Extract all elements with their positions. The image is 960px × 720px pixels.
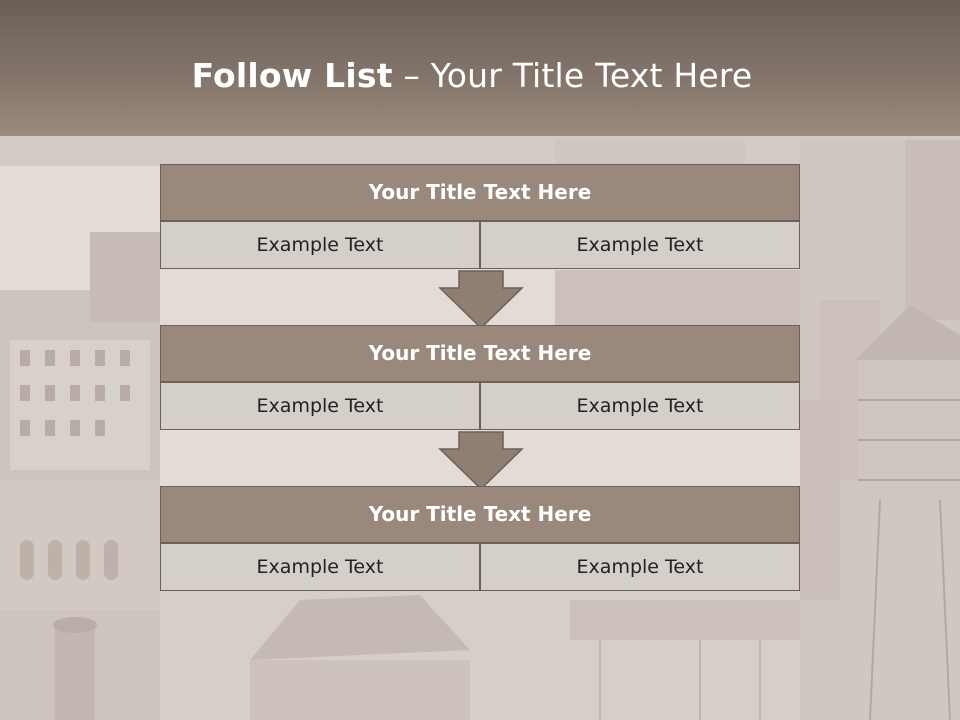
- list-block-2: Your Title Text Here Example Text Exampl…: [160, 325, 800, 430]
- slide-title-bold: Follow List: [191, 56, 393, 95]
- block-title: Your Title Text Here: [160, 325, 800, 382]
- block-cell-left: Example Text: [160, 221, 480, 269]
- slide-title-rest: – Your Title Text Here: [392, 56, 753, 95]
- block-cell-right: Example Text: [480, 543, 800, 591]
- block-row: Example Text Example Text: [160, 221, 800, 269]
- block-title: Your Title Text Here: [160, 486, 800, 543]
- block-cell-left: Example Text: [160, 382, 480, 430]
- block-cell-left: Example Text: [160, 543, 480, 591]
- block-cell-right: Example Text: [480, 382, 800, 430]
- block-title: Your Title Text Here: [160, 164, 800, 221]
- block-row: Example Text Example Text: [160, 543, 800, 591]
- block-cell-right: Example Text: [480, 221, 800, 269]
- list-block-1: Your Title Text Here Example Text Exampl…: [160, 164, 800, 269]
- slide-title: Follow List – Your Title Text Here: [0, 56, 944, 96]
- slide-header: Follow List – Your Title Text Here: [0, 0, 960, 136]
- list-block-3: Your Title Text Here Example Text Exampl…: [160, 486, 800, 591]
- block-row: Example Text Example Text: [160, 382, 800, 430]
- down-arrow-icon: [438, 431, 524, 491]
- down-arrow-icon: [438, 270, 524, 330]
